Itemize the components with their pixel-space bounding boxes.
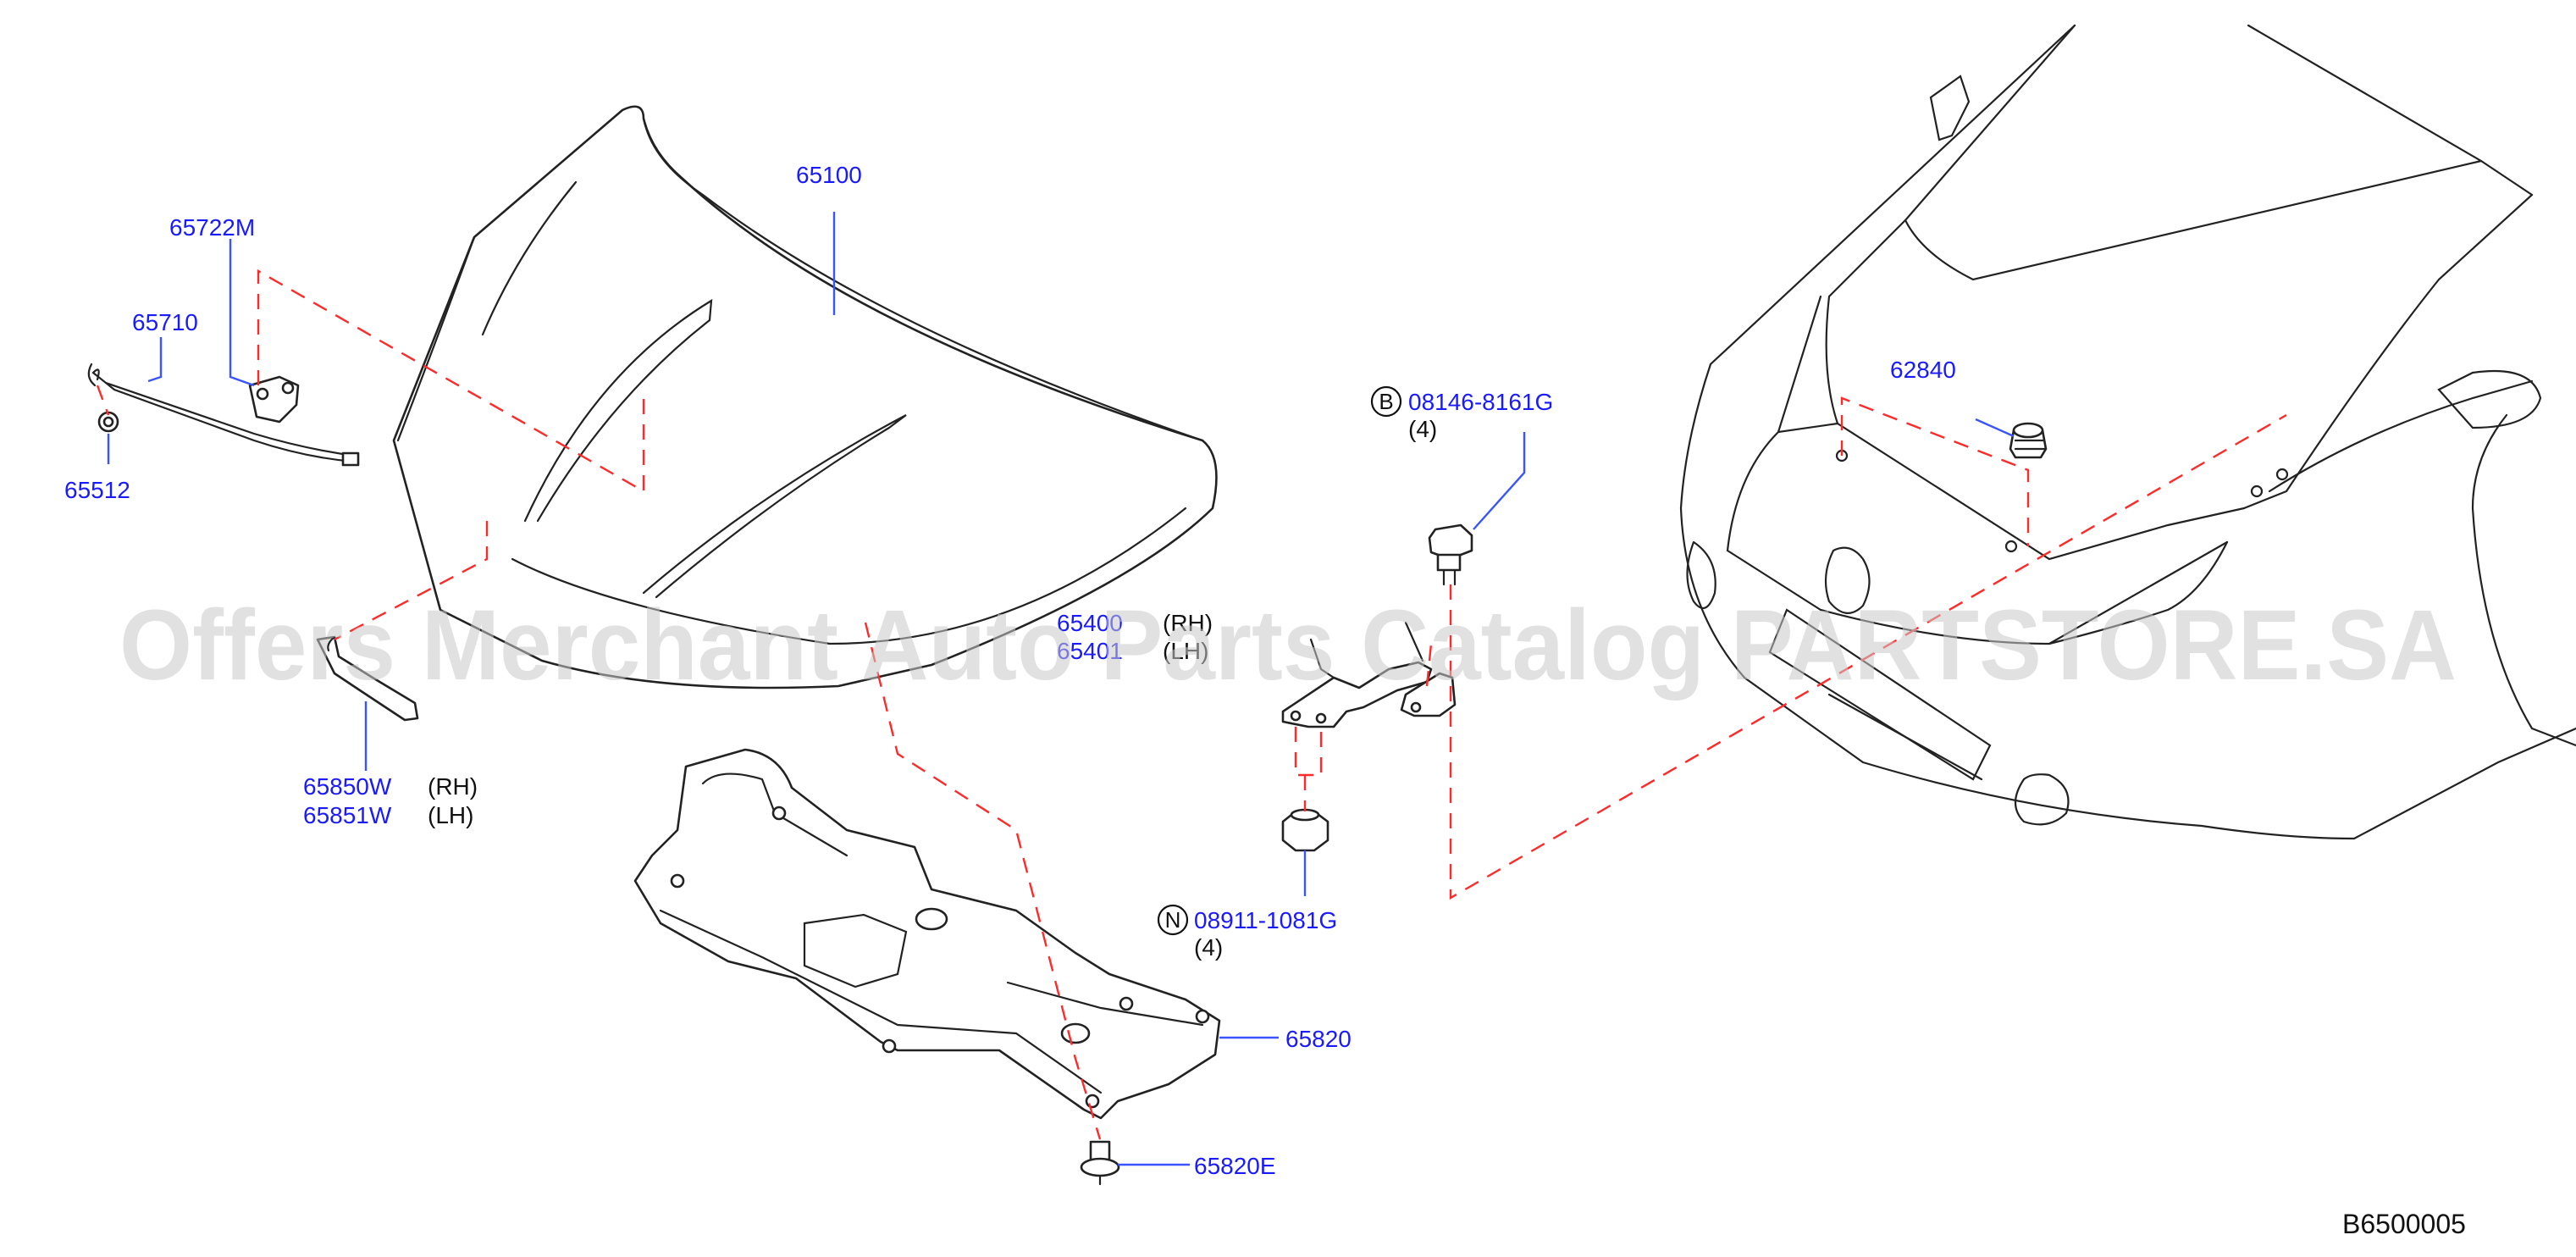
leader-lines (107, 212, 2015, 1166)
nut-callout: N 08911-1081G (4) (1157, 904, 1337, 961)
hood-hinge[interactable] (1281, 621, 1457, 728)
hood-insulator[interactable] (633, 748, 1221, 1120)
label-62840: 62840 (1890, 357, 1956, 383)
bolt-circle-marker (1370, 385, 1402, 418)
hood-bumper[interactable] (2009, 422, 2048, 459)
hood-stay[interactable] (316, 635, 419, 722)
label-65100: 65100 (796, 162, 862, 188)
label-65400-side: (RH) (1163, 610, 1213, 636)
nut-circle-marker (1157, 904, 1189, 936)
label-nut-qty: (4) (1194, 934, 1223, 961)
label-65851w: 65851W (303, 802, 392, 828)
label-65710: 65710 (132, 309, 198, 335)
label-65850w: 65850W (303, 773, 392, 800)
label-65850w-side: (RH) (428, 773, 478, 800)
label-65400: 65400 (1057, 610, 1123, 636)
hinge-nut[interactable] (1281, 808, 1329, 852)
assembly-dashed-lines (96, 269, 2287, 1140)
label-65722m: 65722M (169, 214, 255, 241)
label-65820: 65820 (1285, 1026, 1352, 1052)
label-65851w-side: (LH) (428, 802, 473, 828)
label-65512: 65512 (64, 477, 130, 503)
insulator-clip[interactable] (1080, 1140, 1120, 1186)
hood-panel[interactable] (392, 105, 1218, 689)
nut-letter: N (1165, 907, 1181, 933)
hood-hinge-bolt[interactable] (1428, 523, 1473, 586)
label-bolt-number: 08146-8161G (1408, 389, 1553, 415)
label-65401: 65401 (1057, 638, 1123, 664)
label-65401-side: (LH) (1163, 638, 1208, 664)
label-nut-number: 08911-1081G (1194, 907, 1337, 933)
bolt-letter: B (1379, 389, 1393, 414)
hood-release-cable[interactable] (87, 363, 360, 467)
bolt-callout: B 08146-8161G (4) (1370, 385, 1553, 442)
label-bolt-qty: (4) (1408, 416, 1437, 442)
label-65820e: 65820E (1194, 1153, 1276, 1179)
watermark-text: Offers Merchant Auto Parts Catalog PARTS… (119, 590, 2457, 701)
diagram-code: B6500005 (2342, 1209, 2466, 1239)
vehicle-front-view (1679, 24, 2576, 840)
